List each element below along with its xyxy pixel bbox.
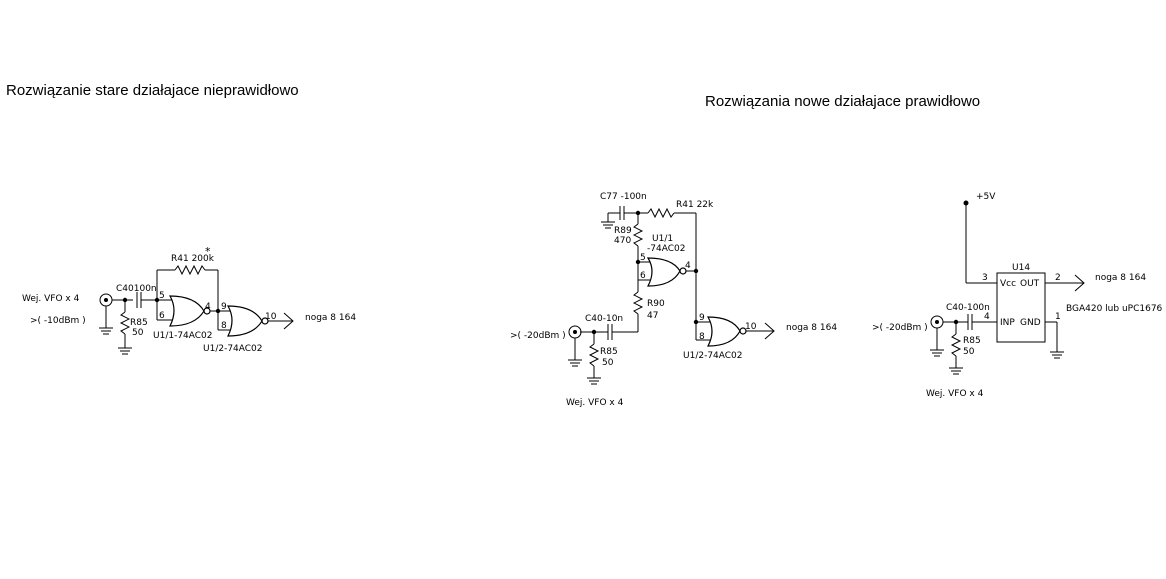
- old-gate2-label: U1/2-74AC02: [203, 344, 263, 354]
- new1-pin5: 5: [640, 253, 646, 263]
- new1-pin6: 6: [640, 271, 646, 281]
- old-r41-asterisk: *: [205, 245, 211, 258]
- new2-pin2: 2: [1055, 273, 1061, 283]
- new2-r85-resistor: [950, 333, 962, 357]
- old-r41-resistor: [174, 264, 206, 276]
- new1-input-level: >( -20dBm ): [510, 331, 566, 341]
- new1-r90-resistor: [632, 291, 644, 315]
- new1-c77-ground-icon: [601, 221, 615, 229]
- old-r85-name: R85: [130, 318, 148, 328]
- new2-r85-name: R85: [963, 336, 981, 346]
- new-circuit-2: +5V U14 Vcc OUT INP GND 3 2 4 1 noga 8 1…: [872, 192, 1163, 399]
- new1-pin4: 4: [685, 261, 691, 271]
- new2-ic-type: BGA420 lub uPC1676: [1066, 304, 1163, 314]
- new1-pin9: 9: [699, 313, 705, 323]
- old-gate2-nor: [226, 305, 263, 337]
- new2-input-level: >( -20dBm ): [872, 323, 928, 333]
- new2-pin3: 3: [982, 273, 988, 283]
- new2-ic-pin-inp: INP: [1000, 318, 1015, 328]
- new-solution-title: Rozwiązania nowe działajace prawidłowo: [705, 93, 981, 110]
- new1-r85-ground-icon: [587, 377, 601, 385]
- new2-ic-pin-vcc: Vcc: [1000, 279, 1016, 289]
- old-r85-value: 50: [132, 328, 144, 338]
- new1-r90-value: 47: [647, 311, 658, 321]
- new1-r90-name: R90: [647, 299, 665, 309]
- old-pin9: 9: [221, 302, 227, 312]
- new1-r85-value: 50: [602, 358, 614, 368]
- old-output-arrow-icon: [283, 312, 294, 330]
- new1-r89-resistor: [632, 223, 644, 247]
- new2-output-arrow-icon: [1074, 274, 1085, 292]
- old-r85-ground-icon: [118, 347, 132, 355]
- old-pin10: 10: [265, 312, 277, 322]
- new2-ic-u14: [996, 272, 1046, 343]
- old-solution-title: Rozwiązanie stare działajace nieprawidło…: [6, 82, 299, 99]
- new1-c40-label: C40-10n: [585, 314, 623, 324]
- old-r85-resistor: [119, 311, 131, 335]
- new2-input-label: Wej. VFO x 4: [926, 389, 984, 399]
- new1-input-label: Wej. VFO x 4: [566, 398, 624, 408]
- old-input-label: Wej. VFO x 4: [22, 294, 80, 304]
- new1-input-ground-icon: [568, 359, 582, 367]
- old-r41-label: R41 200k: [171, 254, 215, 264]
- new1-gate1-label-1: U1/1: [652, 234, 673, 244]
- new1-output-label: noga 8 164: [786, 323, 837, 333]
- new2-ic-pin-out: OUT: [1020, 279, 1040, 289]
- new2-pin1: 1: [1055, 312, 1061, 322]
- new2-pin4: 4: [984, 312, 990, 322]
- new1-c77-label: C77 -100n: [600, 192, 647, 202]
- old-circuit: Wej. VFO x 4 >( -10dBm ) C40100n R85 50 …: [22, 245, 356, 355]
- new1-pin10: 10: [745, 322, 757, 332]
- old-cap-label: C40100n: [116, 284, 157, 294]
- new2-r85-ground-icon: [949, 367, 963, 375]
- new2-r85-value: 50: [963, 347, 975, 357]
- old-gate1-label: U1/1-74AC02: [153, 331, 213, 341]
- old-input-level: >( -10dBm ): [30, 316, 86, 326]
- old-pin8: 8: [221, 321, 227, 331]
- new-circuit-1: C77 -100n R41 22k R89 470 U1/1 -74AC02 5…: [510, 192, 837, 408]
- new1-gate1-nor: [646, 257, 681, 287]
- new2-input-ground-icon: [930, 349, 944, 357]
- new2-c40-label: C40-100n: [946, 303, 990, 313]
- old-output-label: noga 8 164: [305, 313, 356, 323]
- new1-r85-name: R85: [600, 347, 618, 357]
- new1-pin8: 8: [699, 332, 705, 342]
- new1-output-arrow-icon: [764, 322, 775, 340]
- new1-r41-label: R41 22k: [676, 200, 714, 210]
- old-pin6: 6: [159, 311, 165, 321]
- old-pin4: 4: [205, 302, 211, 312]
- old-input-ground-icon: [99, 327, 113, 335]
- new2-ic-pin-gnd: GND: [1020, 318, 1041, 328]
- new1-r89-value: 470: [614, 236, 631, 246]
- new2-output-label: noga 8 164: [1095, 273, 1146, 283]
- new1-r89-name: R89: [614, 226, 632, 236]
- old-pin5: 5: [159, 291, 165, 301]
- new1-r41-resistor: [647, 207, 675, 219]
- new2-ic-name: U14: [1012, 263, 1030, 273]
- new2-ic-ground-icon: [1050, 351, 1064, 359]
- new2-supply-label: +5V: [976, 192, 996, 202]
- new1-gate2-label: U1/2-74AC02: [683, 351, 743, 361]
- old-gate1-nor: [168, 295, 205, 327]
- new1-gate1-label-2: -74AC02: [647, 244, 685, 254]
- new1-r85-resistor: [588, 343, 600, 367]
- new1-gate2-nor: [706, 316, 741, 347]
